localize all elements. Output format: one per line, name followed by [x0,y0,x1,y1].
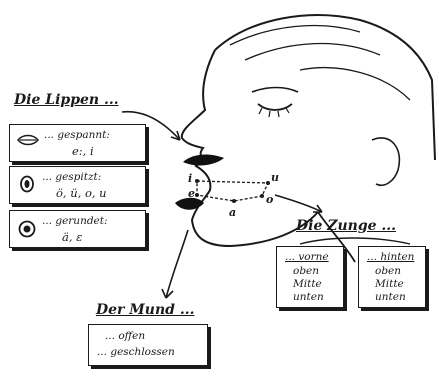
vowel-point-u [266,181,270,185]
lippen-item-gerundet: ... gerundet: ä, ɛ [9,210,146,248]
vowel-point-i [195,179,199,183]
lippen-vowels: ä, ɛ [62,230,82,244]
vowel-label-e: e [188,187,195,200]
mund-line-geschlossen: ... geschlossen [97,346,175,358]
face-outline [182,50,318,246]
arrow-to-mouth [166,230,188,298]
zunge-line: Mitte [375,278,404,290]
lippen-state-label: ... gerundet: [42,215,108,227]
zunge-column-vorne: ... vorne oben Mitte unten [276,246,344,308]
vowel-label-i: i [188,172,192,185]
lippen-vowels: e:, i [72,144,94,158]
rounded-lips-icon [18,220,36,238]
zunge-line: unten [293,291,324,303]
zunge-line: oben [375,265,401,277]
eyebrow [252,88,298,93]
vowel-point-a [232,199,236,203]
lippen-title: Die Lippen ... [14,92,119,108]
vowel-point-o [260,194,264,198]
ear [372,138,399,185]
lippen-item-gespitzt: ... gespitzt: ö, ü, o, u [9,166,146,204]
spread-lips-icon [17,134,39,146]
mund-title: Der Mund ... [96,302,194,318]
zunge-line: Mitte [293,278,322,290]
arrow-to-tongue [275,195,322,212]
upper-lip [183,155,224,166]
lippen-state-label: ... gespitzt: [42,171,101,183]
lippen-item-gespannt: ... gespannt: e:, i [9,124,146,162]
hair-strands [230,26,410,100]
mund-box: ... offen ... geschlossen [88,324,208,366]
zunge-line: unten [375,291,406,303]
vowel-label-o: o [266,193,273,206]
vowel-point-e [195,193,199,197]
zunge-column-heading: ... vorne [285,251,329,263]
pointed-lips-icon [19,175,35,193]
vowel-label-u: u [271,171,279,184]
zunge-column-hinten: ... hinten oben Mitte unten [358,246,426,308]
zunge-column-heading: ... hinten [367,251,414,263]
vowel-chart-lines [197,181,268,201]
zunge-line: oben [293,265,319,277]
lippen-state-label: ... gespannt: [44,129,110,141]
zunge-title: Die Zunge ... [296,218,396,234]
mund-line-offen: ... offen [105,330,145,342]
bracket-tongue [300,238,410,244]
lippen-vowels: ö, ü, o, u [56,186,107,200]
vowel-label-a: a [229,206,236,219]
